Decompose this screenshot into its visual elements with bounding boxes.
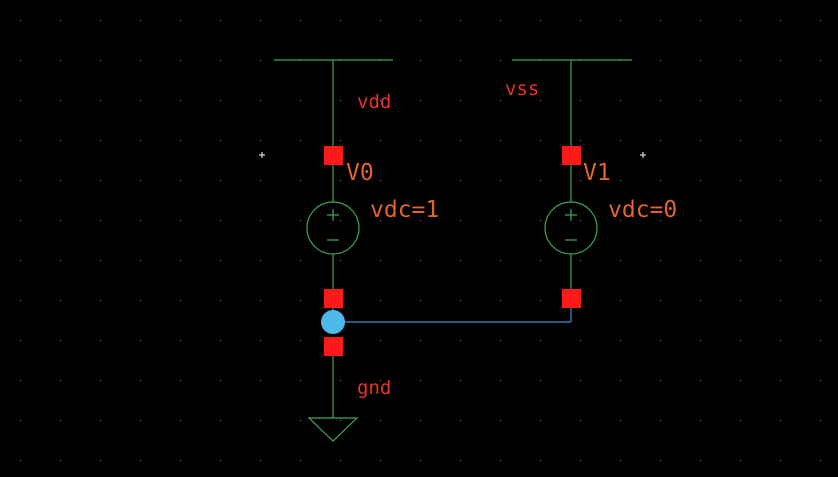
net-label-vdd: vdd [357,91,391,113]
param-label-v1: vdc=0 [608,197,677,223]
selected-net-wire[interactable] [332,308,572,323]
net-label-vss: vss [505,78,539,100]
param-label-v0: vdc=1 [370,197,439,223]
ground-symbol[interactable] [307,337,359,442]
instance-name-v1: V1 [583,160,611,186]
grid-dots [20,20,821,461]
junction-dot[interactable] [321,310,345,334]
vdd-net-wire[interactable] [274,59,393,146]
instance-name-v0: V0 [346,160,374,186]
crosshair-marker [259,152,646,158]
voltage-source-v1[interactable] [544,146,598,308]
pin-v0-plus[interactable] [324,146,343,165]
vss-net-wire[interactable] [512,59,632,146]
ground-icon [307,417,359,442]
pin-gnd[interactable] [324,337,343,356]
pin-v1-minus[interactable] [562,289,581,308]
voltage-source-v0[interactable] [306,146,360,308]
pin-v1-plus[interactable] [562,146,581,165]
pin-v0-minus[interactable] [324,289,343,308]
net-label-gnd: gnd [357,377,391,399]
